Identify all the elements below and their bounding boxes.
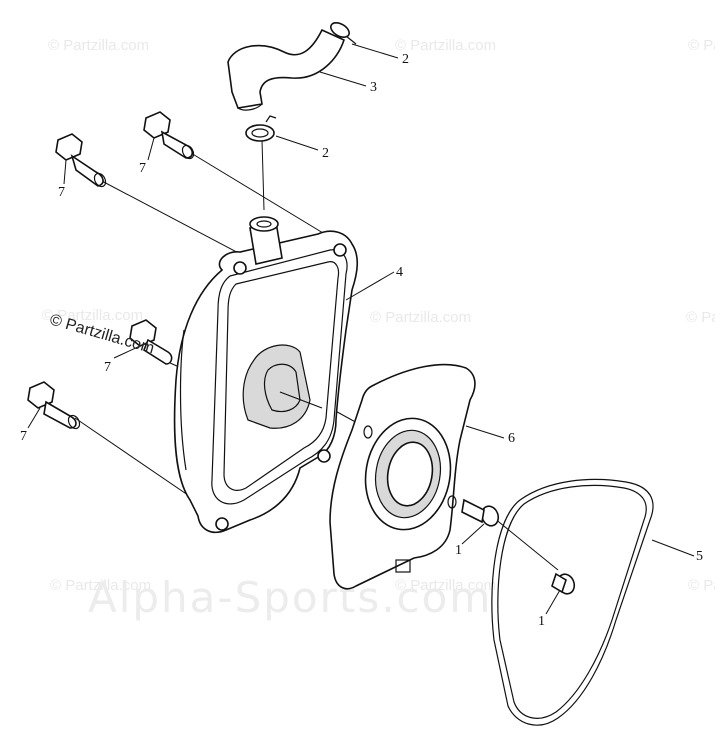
seal-plate-part — [329, 363, 476, 590]
watermark-layer: © Partzilla.com © Partzilla.com © Partzi… — [42, 37, 715, 622]
watermark-text: © Partzilla.com — [42, 307, 143, 324]
bolt-part — [55, 133, 107, 188]
callout-7-bolt: 7 — [104, 360, 111, 375]
cover-part — [173, 216, 359, 534]
watermark-text: © Partzilla.com — [48, 37, 149, 54]
bolt-part — [129, 319, 173, 365]
watermark-text: © Partzilla.com — [370, 309, 471, 326]
callout-7-bolt: 7 — [139, 161, 146, 176]
o-ring-gasket-part — [491, 478, 654, 726]
watermark-text: © Partzilla.com — [395, 577, 496, 594]
callout-1-screw: 1 — [538, 614, 545, 629]
hose-part — [227, 28, 345, 111]
callout-7-bolt: 7 — [58, 185, 65, 200]
callout-7-bolt: 7 — [20, 429, 27, 444]
bolt-part — [143, 111, 195, 160]
callout-2-clamp: 2 — [322, 146, 329, 161]
clamp-part — [245, 115, 277, 142]
screw-part — [551, 572, 576, 595]
callout-6-seal-plate: 6 — [508, 431, 515, 446]
watermark-text: © Partzilla.com — [686, 309, 715, 326]
screw-part — [461, 498, 500, 527]
callout-1-screw: 1 — [455, 543, 462, 558]
watermark-text: © Partzilla.com — [395, 37, 496, 54]
bolt-part — [27, 381, 81, 430]
watermark-text: © Partzilla.com — [688, 577, 715, 594]
watermark-text: © Partzilla.com — [688, 37, 715, 54]
watermark-text: Alpha-Sports.com — [88, 573, 492, 622]
hose-clamp-part — [330, 21, 357, 45]
callout-3-hose: 3 — [370, 80, 377, 95]
callout-2-hose-clamp: 2 — [402, 52, 409, 67]
callout-5-o-ring: 5 — [696, 549, 703, 564]
callout-4-cover: 4 — [396, 265, 403, 280]
callout-group: 2 3 2 4 6 5 1 1 7 7 7 7 — [20, 43, 703, 629]
watermark-text: © Partzilla.com — [50, 577, 151, 594]
